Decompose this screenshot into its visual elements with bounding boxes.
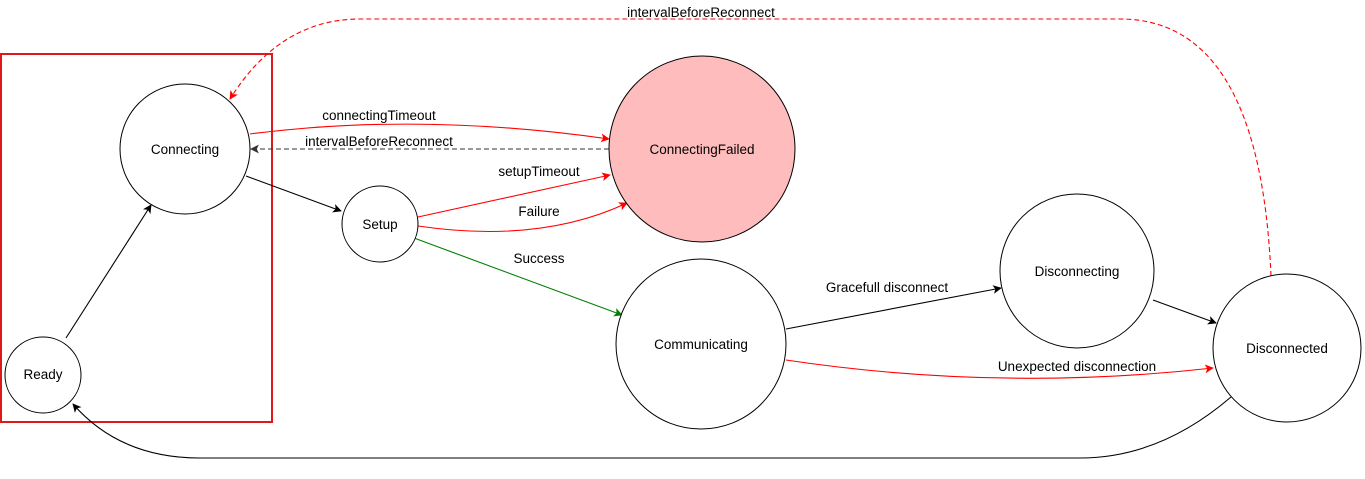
- node-communicating-label: Communicating: [654, 337, 748, 352]
- node-disconnected-label: Disconnected: [1246, 341, 1328, 356]
- highlight-box: [0, 53, 273, 423]
- edge-connecting-to-setup: [245, 175, 342, 213]
- node-ready-label: Ready: [23, 367, 62, 382]
- node-communicating: Communicating: [615, 258, 787, 430]
- edge-unexpected-disconnection: [785, 359, 1214, 379]
- node-setup: Setup: [341, 185, 419, 263]
- edge-disconnecting-to-disconnected: [1152, 299, 1217, 325]
- node-disconnecting: Disconnecting: [999, 193, 1155, 349]
- edge-label-interval-before-reconnect-short: intervalBeforeReconnect: [305, 134, 453, 149]
- edge-label-failure: Failure: [518, 204, 559, 219]
- edge-label-interval-before-reconnect-long: intervalBeforeReconnect: [627, 5, 775, 20]
- edge-label-setup-timeout: setupTimeout: [498, 164, 580, 179]
- node-connecting-failed-label: ConnectingFailed: [649, 142, 754, 157]
- edge-label-gracefull-disconnect: Gracefull disconnect: [826, 280, 949, 295]
- edge-label-connecting-timeout: connectingTimeout: [322, 108, 436, 123]
- edge-failure: [417, 202, 628, 232]
- node-connecting: Connecting: [119, 83, 251, 215]
- edge-label-unexpected-disconnection: Unexpected disconnection: [998, 359, 1156, 374]
- edge-disconnected-to-ready: [72, 396, 1232, 459]
- edge-label-success: Success: [513, 251, 564, 266]
- node-connecting-failed: ConnectingFailed: [608, 55, 796, 243]
- edge-connecting-timeout: [249, 123, 610, 143]
- edge-gracefull-disconnect: [785, 285, 1002, 330]
- edge-success: [413, 237, 623, 317]
- node-ready: Ready: [4, 336, 82, 414]
- edge-ready-to-connecting: [65, 204, 152, 339]
- node-disconnecting-label: Disconnecting: [1035, 264, 1120, 279]
- node-connecting-label: Connecting: [151, 142, 219, 157]
- edge-interval-before-reconnect-long: [229, 18, 1272, 277]
- node-setup-label: Setup: [362, 217, 397, 232]
- edge-setup-timeout: [417, 172, 611, 218]
- node-disconnected: Disconnected: [1212, 273, 1362, 423]
